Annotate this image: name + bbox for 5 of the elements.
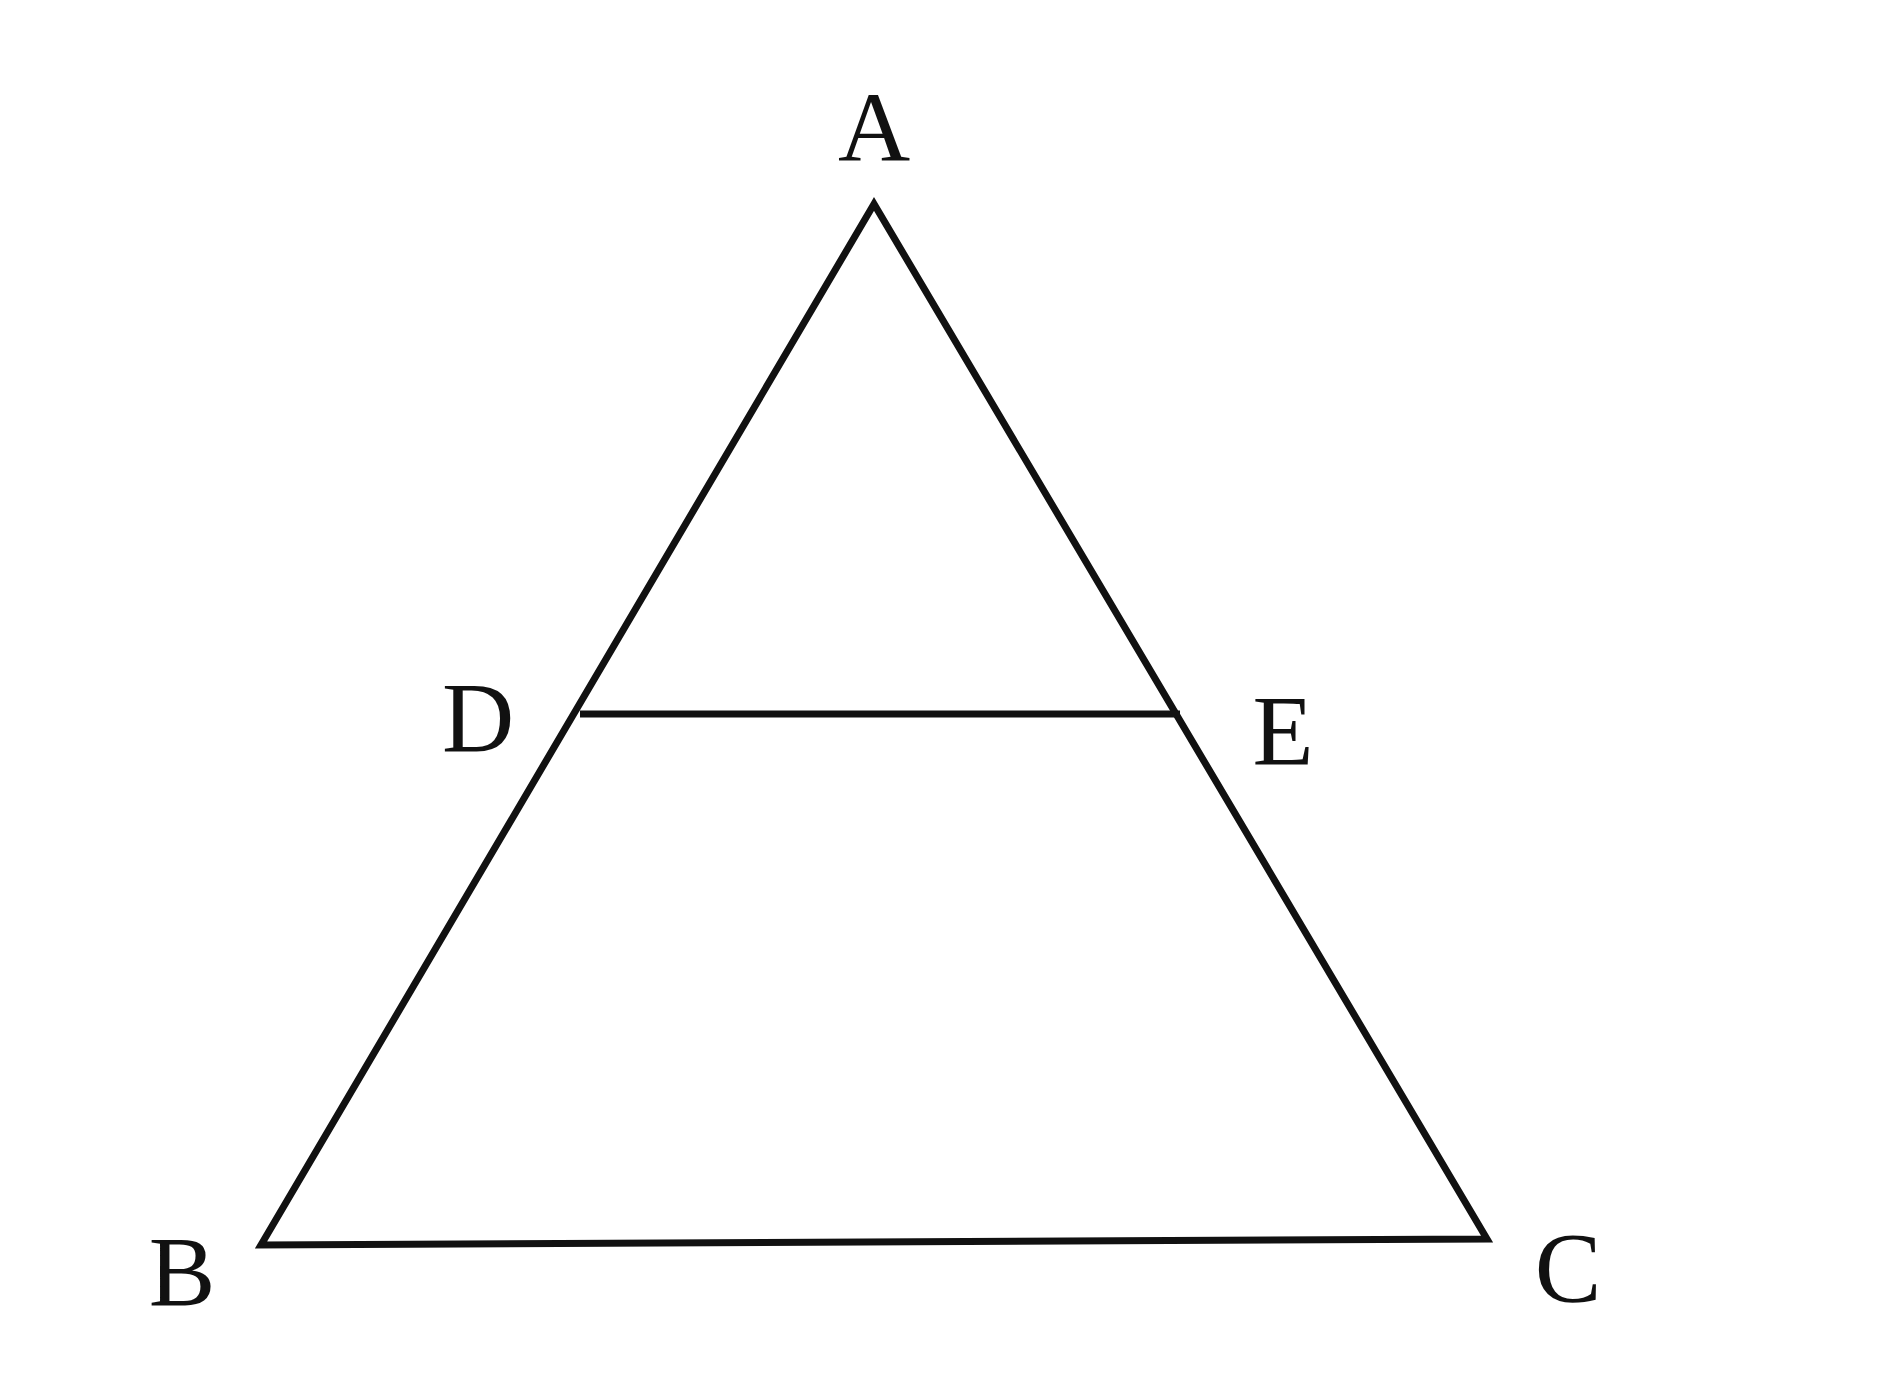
vertex-label: A	[837, 78, 911, 178]
vertex-label: B	[148, 1222, 216, 1322]
vertex-label: D	[441, 668, 515, 768]
vertex-label: C	[1534, 1218, 1602, 1318]
vertex-label: E	[1252, 681, 1314, 781]
